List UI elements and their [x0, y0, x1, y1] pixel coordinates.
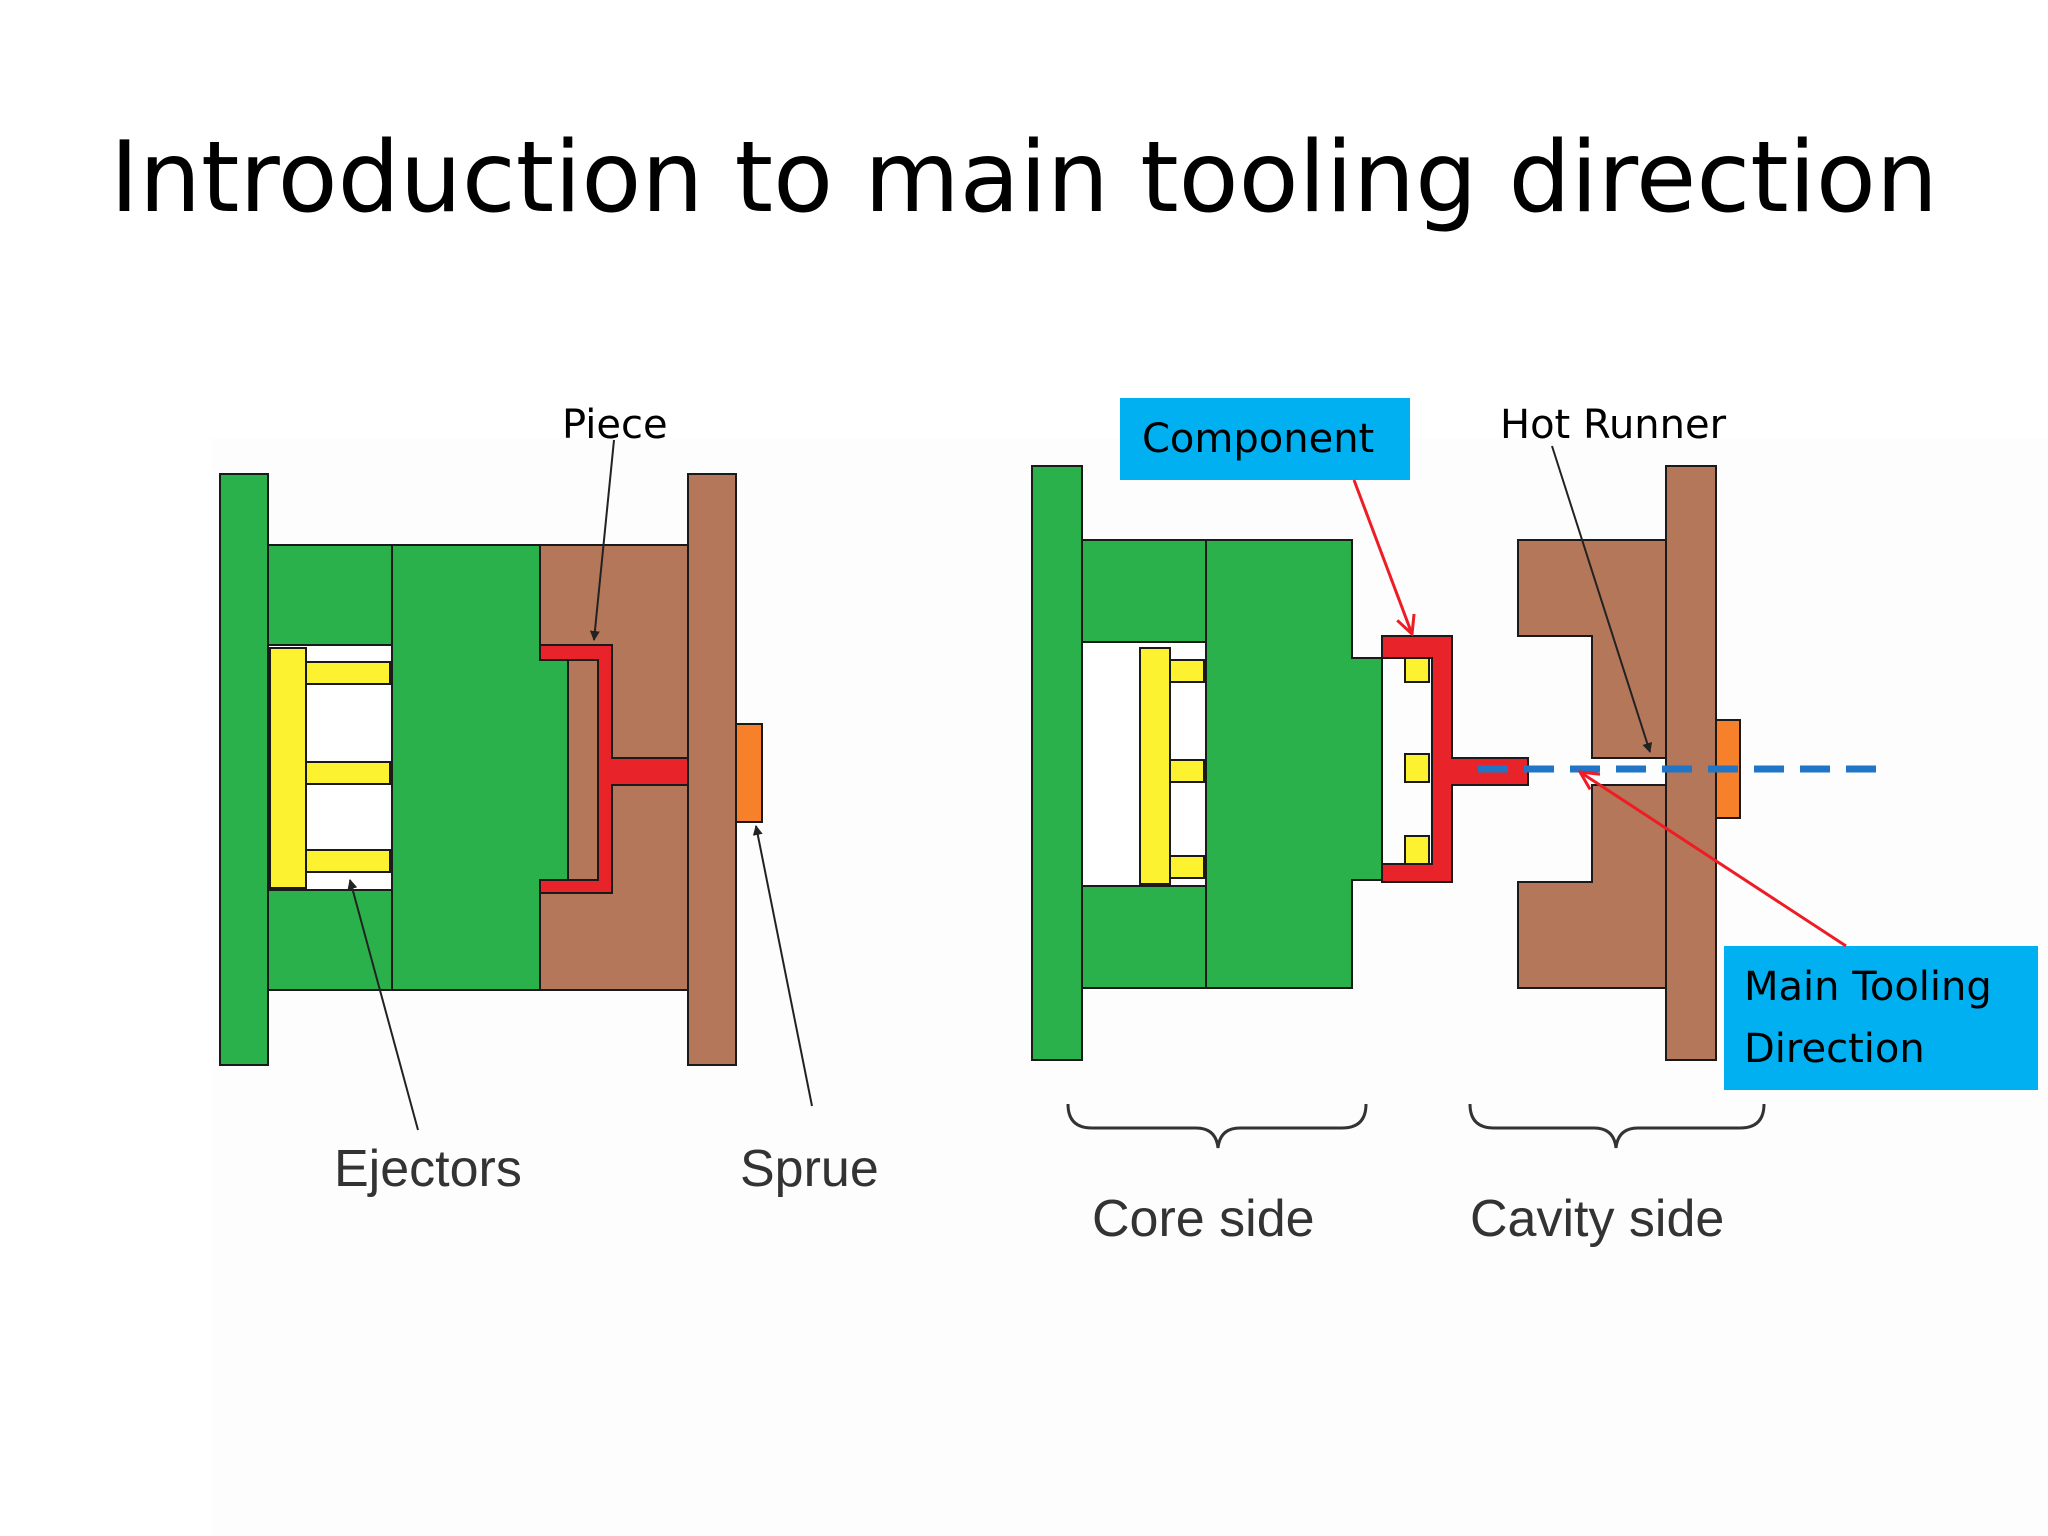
ejector-housing-lower [267, 889, 393, 991]
main-tooling-direction-label-line2: Direction [1744, 1026, 1925, 1072]
core-ejector-housing-lower [1081, 885, 1207, 989]
slide-title: Introduction to main tooling direction [110, 121, 1938, 235]
core-side-label: Core side [1092, 1190, 1315, 1248]
main-tooling-direction-pointer [1580, 772, 1847, 948]
cavity-side-brace [1468, 1103, 1766, 1149]
core-side-back-plate [1031, 465, 1083, 1061]
sprue-shape [735, 723, 763, 823]
core-side-block [1205, 539, 1383, 989]
main-tooling-direction-callout-box [1724, 946, 2038, 1090]
core-ejector-housing-upper [1081, 539, 1207, 643]
closed-mold: Piece Ejectors Sprue [219, 402, 879, 1198]
ejectors-shape [269, 647, 391, 889]
component-callout-box [1120, 398, 1410, 480]
main-tooling-direction-label-line1: Main Tooling [1744, 964, 1992, 1010]
component-shape [1381, 635, 1529, 883]
core-side-brace [1066, 1103, 1368, 1149]
piece-pointer [589, 439, 615, 641]
piece-label: Piece [562, 402, 668, 448]
sprue-pointer [752, 825, 813, 1107]
component-label: Component [1142, 416, 1374, 462]
ejector-housing-upper [267, 544, 393, 646]
component-pointer [1352, 479, 1412, 634]
piece-shape [539, 644, 689, 894]
cavity-side-back-plate [1665, 465, 1717, 1061]
core-back-plate [219, 473, 269, 1066]
sprue-label: Sprue [740, 1140, 879, 1198]
cavity-side-block [1517, 539, 1667, 989]
core-ejectors-shape [1139, 647, 1205, 885]
part-inserts [1404, 653, 1430, 865]
ejectors-label: Ejectors [334, 1140, 522, 1198]
hot-runner-label: Hot Runner [1500, 402, 1727, 448]
hot-runner-pointer [1551, 445, 1653, 753]
cavity-side-label: Cavity side [1470, 1190, 1724, 1248]
ejectors-pointer [347, 879, 419, 1131]
open-mold: Hot Runner Component Main Tooling Direct… [1031, 398, 2038, 1248]
cavity-back-plate [687, 473, 737, 1066]
